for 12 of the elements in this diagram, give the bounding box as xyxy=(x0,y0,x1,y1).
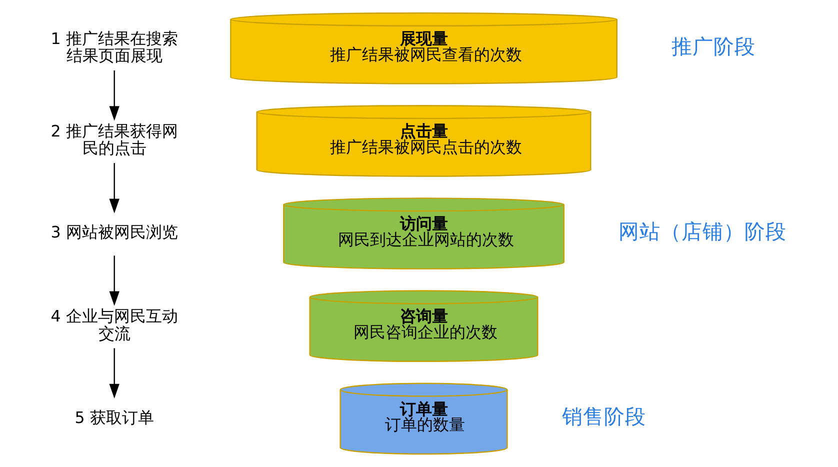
label: 销售阶段 xyxy=(562,404,646,429)
label: 网站（店铺）阶段 xyxy=(618,219,786,244)
node-text: 5 获取订单 xyxy=(74,408,154,427)
node-text: 3 网站被网民浏览 xyxy=(50,222,178,242)
arrow xyxy=(108,348,119,398)
arrow xyxy=(108,163,119,214)
node-text: 4 企业与网民互动交流 xyxy=(50,306,178,343)
arrow xyxy=(108,70,119,121)
node-text: 1 推广结果在搜索结果页面展现 xyxy=(50,28,178,66)
node-text: 2 推广结果获得网民的点击 xyxy=(50,122,178,158)
arrow xyxy=(108,256,119,306)
label: 推广阶段 xyxy=(671,34,756,58)
